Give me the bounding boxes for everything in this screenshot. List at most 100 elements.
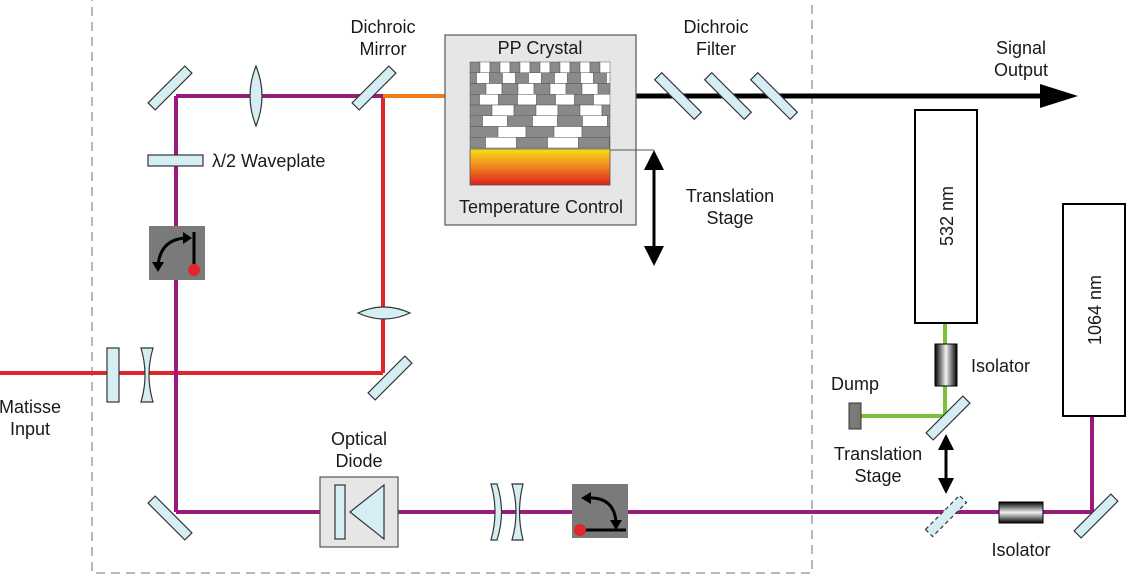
poling-domain [533,83,551,95]
poling-domain [485,83,503,95]
poling-domain [593,72,607,84]
label-dichroic-mirror-line2: Mirror [360,39,407,59]
poling-domain [581,83,599,95]
bottom-lens-concave [511,483,524,541]
flip-mount-top [149,226,205,280]
poling-domain [553,126,583,138]
poling-domain [489,72,503,84]
poling-domain [607,115,611,127]
poling-domain [593,94,611,106]
poling-domain [579,104,603,116]
dichroic-mirror [351,65,397,111]
poling-domain [497,126,527,138]
label-dump: Dump [831,374,879,394]
poling-domain [501,83,519,95]
mirror-flip-dashed [924,494,968,538]
mirror-bottom-right [1073,493,1119,539]
label-matisse-input-line2: Input [10,419,50,439]
poling-domain [606,72,611,84]
flip-mount-bottom [572,484,628,538]
label-translation-stage-bottom-line2: Stage [854,466,901,486]
lens-red-vertical [356,306,412,320]
poling-domain [469,72,477,84]
poling-domain [513,104,537,116]
laser-1064-box [1062,203,1126,417]
label-dichroic-filter-line2: Filter [696,39,736,59]
translation-stage-arrow-top [644,150,664,266]
label-waveplate: λ/2 Waveplate [212,151,325,171]
poling-domain [516,137,548,149]
label-isolator-bottom: Isolator [991,540,1050,560]
input-concave-lens [140,347,154,403]
poling-domain [559,61,571,73]
poling-domain [509,61,521,73]
poling-domain [502,72,516,84]
poling-domain [578,137,610,149]
mirror-red-bottom [367,355,413,401]
pp-crystal-poling-pattern [469,61,611,149]
poling-domain [499,61,511,73]
poling-domain [491,104,515,116]
label-dichroic-filter-line1: Dichroic [683,17,748,37]
poling-domain [498,94,518,106]
poling-domain [536,94,556,106]
input-window [106,347,120,403]
dichroic-filter-1 [653,71,703,121]
label-signal-output-line2: Output [994,60,1048,80]
bottom-lens-convex [490,483,503,541]
poling-domain [528,72,542,84]
poling-domain [525,126,555,138]
lens-top [249,64,263,128]
label-translation-stage-top-line2: Stage [706,208,753,228]
label-matisse-input-line1: Matisse [0,397,61,417]
poling-domain [541,72,555,84]
mirror-bottom-left [147,495,193,541]
translation-stage-arrow-bottom [938,434,954,494]
poling-domain [549,83,567,95]
poling-domain [517,83,535,95]
poling-domain [469,137,486,149]
isolator-top [934,343,958,387]
poling-domain [476,72,490,84]
poling-domain [557,104,581,116]
label-isolator-top: Isolator [971,356,1030,376]
label-optical-diode-line1: Optical [331,429,387,449]
poling-domain [555,94,575,106]
poling-domain [469,104,493,116]
poling-domain [539,61,551,73]
poling-domain [554,72,568,84]
laser-532-box [914,109,978,324]
poling-domain [469,94,480,106]
poling-domain [580,72,594,84]
poling-domain [569,61,581,73]
poling-domain [557,115,583,127]
poling-domain [589,61,601,73]
poling-domain [507,115,533,127]
poling-domain [489,61,501,73]
poling-domain [565,83,583,95]
label-laser-1064: 1064 nm [1085,275,1105,345]
poling-domain [529,61,541,73]
optical-diode [319,476,399,548]
poling-domain [535,104,559,116]
signal-output-arrowhead [1040,84,1078,108]
label-dichroic-mirror-line1: Dichroic [350,17,415,37]
poling-domain [469,83,487,95]
poling-domain [601,104,611,116]
poling-domain [609,137,611,149]
poling-domain [479,61,491,73]
poling-domain [597,83,611,95]
label-pp-crystal: PP Crystal [498,38,583,58]
poling-domain [517,94,537,106]
poling-domain [485,137,517,149]
poling-domain [579,61,591,73]
poling-domain [599,61,611,73]
mirror-top-left [147,65,193,111]
poling-domain [482,115,508,127]
label-translation-stage-bottom-line1: Translation [834,444,922,464]
poling-domain [549,61,561,73]
dichroic-filter-2 [703,71,753,121]
label-optical-diode-line2: Diode [335,451,382,471]
poling-domain [581,126,611,138]
